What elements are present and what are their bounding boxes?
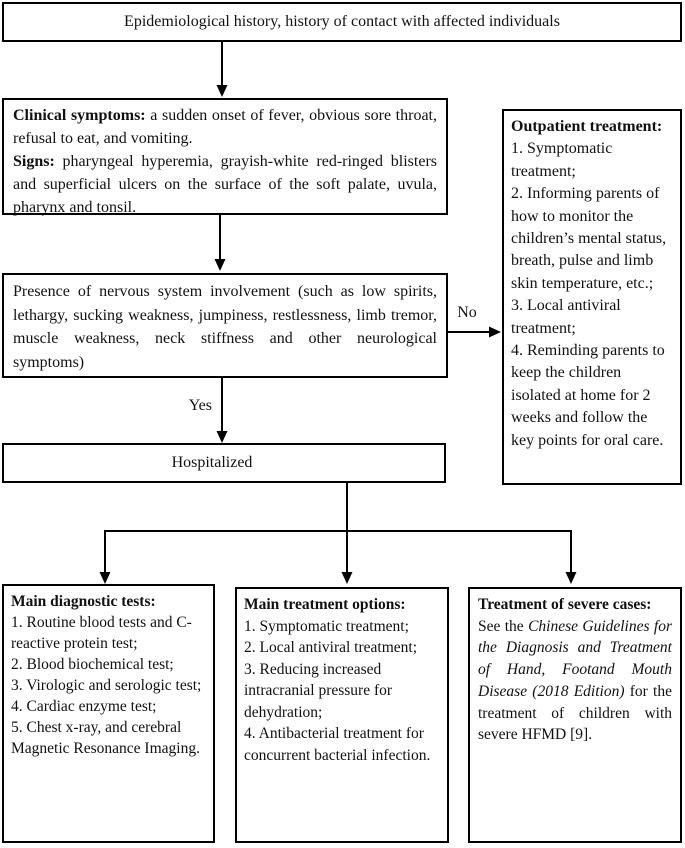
outpatient-item: 3. Local antiviral treatment; <box>511 297 621 337</box>
arrow-no-to-outpatient <box>448 326 501 338</box>
signs-paragraph: Signs: pharyngeal hyperemia, grayish-whi… <box>13 150 437 219</box>
outpatient-treatment-box: Outpatient treatment: 1. Symptomatic tre… <box>502 109 682 485</box>
treatment-item: 4. Antibacterial treatment for concurren… <box>244 725 431 764</box>
clinical-symptoms-body: a sudden onset of fever, obvious sore th… <box>13 107 437 147</box>
severe-cases-body-prefix: See the <box>478 617 529 635</box>
outpatient-item: 1. Symptomatic treatment; <box>511 140 613 180</box>
hospitalized-text: Hospitalized <box>171 454 253 471</box>
no-branch-label: No <box>457 304 477 321</box>
epidemiological-history-box: Epidemiological history, history of cont… <box>2 2 682 42</box>
severe-cases-box: Treatment of severe cases: See the Chine… <box>468 587 682 843</box>
severe-cases-body-suffix: for the treatment of children with sever… <box>478 682 672 744</box>
severe-cases-body: See the Chinese Guidelines for the Diagn… <box>478 616 672 746</box>
diagnostic-tests-heading: Main diagnostic tests: <box>11 593 156 610</box>
diagnostic-tests-box: Main diagnostic tests: 1. Routine blood … <box>2 584 215 843</box>
arrow-yes-to-hospitalized <box>216 378 228 443</box>
outpatient-treatment-heading: Outpatient treatment: <box>511 118 663 135</box>
diagnostic-item: 1. Routine blood tests and C-reactive pr… <box>11 614 192 652</box>
signs-heading: Signs: <box>13 153 55 170</box>
arrow-top-to-clinical <box>216 42 228 97</box>
branch-connector <box>99 483 577 584</box>
treatment-item: 3. Reducing increased intracranial press… <box>244 660 393 721</box>
epidemiological-history-text: Epidemiological history, history of cont… <box>124 13 560 30</box>
outpatient-item: 4. Reminding parents to keep the childre… <box>511 342 665 449</box>
treatment-options-heading: Main treatment options: <box>244 596 406 613</box>
signs-body: pharyngeal hyperemia, grayish-white red-… <box>13 153 437 216</box>
diagnostic-item: 3. Virologic and serologic test; <box>11 677 202 694</box>
outpatient-item: 2. Informing parents of how to monitor t… <box>511 185 667 292</box>
nervous-involvement-text: Presence of nervous system involvement (… <box>13 283 437 371</box>
clinical-symptoms-heading: Clinical symptoms: <box>13 107 146 124</box>
severe-cases-heading: Treatment of severe cases: <box>478 596 652 613</box>
treatment-item: 1. Symptomatic treatment; <box>244 617 409 635</box>
severe-cases-guidelines-title: Chinese Guidelines for the Diagnosis and… <box>478 617 672 700</box>
nervous-involvement-box: Presence of nervous system involvement (… <box>2 273 448 378</box>
hospitalized-box: Hospitalized <box>2 443 446 483</box>
treatment-item: 2. Local antiviral treatment; <box>244 639 418 656</box>
arrow-clinical-to-nervous <box>214 215 226 271</box>
yes-branch-label: Yes <box>188 397 212 414</box>
diagnostic-item: 4. Cardiac enzyme test; <box>11 698 157 715</box>
clinical-symptoms-paragraph: Clinical symptoms: a sudden onset of fev… <box>13 104 437 150</box>
diagnostic-item: 2. Blood biochemical test; <box>11 656 174 673</box>
clinical-symptoms-box: Clinical symptoms: a sudden onset of fev… <box>2 98 448 216</box>
diagnostic-item: 5. Chest x-ray, and cerebral Magnetic Re… <box>11 719 200 757</box>
treatment-options-box: Main treatment options: 1. Symptomatic t… <box>235 587 449 843</box>
